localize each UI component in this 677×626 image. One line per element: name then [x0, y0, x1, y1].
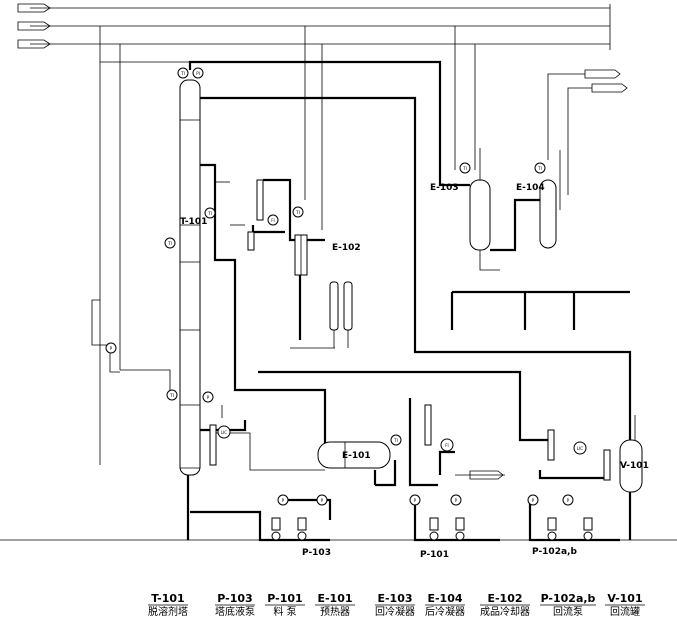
legend-item: P-103 塔底液泵 [215, 592, 255, 618]
legend: T-101 脱溶剂塔 P-103 塔底液泵 P-101 料 泵 E-101 预热… [148, 592, 645, 618]
pumps [271, 517, 593, 541]
instrument-lic-v101: LIC [573, 441, 587, 455]
equipment-tags: T-101 E-102 E-103 E-104 E-101 V-101 P-10… [180, 183, 649, 560]
gas-cylinders [329, 281, 353, 348]
instrument-ti-e101: TI [390, 434, 402, 446]
instrument-p-pump3: P [409, 494, 421, 506]
svg-text:P: P [110, 346, 113, 351]
tag-p102ab: P-102a,b [532, 547, 577, 557]
tag-v101: V-101 [620, 461, 649, 471]
instrument-fi-e104: FI [440, 438, 454, 452]
svg-text:TI: TI [393, 438, 398, 443]
svg-text:V-101: V-101 [607, 592, 642, 605]
instrument-ti-e104: TI [534, 162, 546, 174]
tag-p103: P-103 [302, 548, 331, 558]
svg-text:成品冷却器: 成品冷却器 [480, 605, 530, 618]
column-t101 [179, 79, 201, 540]
svg-text:LIC: LIC [577, 446, 583, 451]
instrument-p-pump4: P [450, 494, 462, 506]
svg-text:P: P [414, 498, 417, 503]
svg-text:E-103: E-103 [377, 592, 412, 605]
tag-e102: E-102 [332, 243, 361, 253]
svg-text:回冷凝器: 回冷凝器 [375, 605, 415, 618]
svg-text:回流罐: 回流罐 [610, 605, 640, 618]
svg-text:TI: TI [207, 211, 212, 216]
svg-text:TI: TI [537, 166, 542, 171]
svg-text:TI: TI [169, 393, 174, 398]
svg-text:TI: TI [167, 241, 172, 246]
svg-text:P: P [282, 498, 285, 503]
drum-e103 [469, 179, 491, 251]
svg-text:脱溶剂塔: 脱溶剂塔 [148, 605, 188, 618]
svg-text:塔底液泵: 塔底液泵 [215, 605, 255, 618]
svg-text:TI: TI [462, 166, 467, 171]
tag-e103: E-103 [430, 183, 459, 193]
svg-text:P: P [567, 498, 570, 503]
svg-text:E-102: E-102 [487, 592, 522, 605]
small-exchangers [209, 179, 611, 481]
instrument-p-pump2: P [316, 494, 328, 506]
instrument-fi-e102: FI [267, 214, 279, 226]
instrument-ti-mid: TI [204, 207, 216, 219]
svg-text:后冷凝器: 后冷凝器 [425, 605, 465, 618]
legend-item: P-102a,b 回流泵 [540, 592, 596, 618]
legend-item: E-102 成品冷却器 [480, 592, 530, 618]
exchanger-e102 [294, 234, 308, 276]
instrument-pi-top: PI [192, 67, 204, 79]
legend-item: V-101 回流罐 [605, 592, 645, 618]
legend-item: E-103 回冷凝器 [375, 592, 415, 618]
svg-text:P: P [532, 498, 535, 503]
instrument-lines [91, 61, 636, 480]
legend-item: E-101 预热器 [315, 592, 355, 618]
svg-text:T-101: T-101 [151, 592, 184, 605]
instrument-ti-lower: TI [166, 389, 178, 401]
svg-text:FI: FI [271, 218, 274, 223]
instrument-p-pump1: P [277, 494, 289, 506]
tag-p101: P-101 [420, 550, 449, 560]
svg-text:TI: TI [295, 210, 300, 215]
svg-text:E-101: E-101 [317, 592, 352, 605]
legend-item: P-101 料 泵 [265, 592, 305, 618]
svg-text:P: P [207, 395, 210, 400]
tag-e104: E-104 [516, 183, 545, 193]
svg-text:P-103: P-103 [217, 592, 252, 605]
instrument-ti-side: TI [164, 237, 176, 249]
tag-e101: E-101 [342, 451, 371, 461]
svg-text:P: P [455, 498, 458, 503]
drum-e104 [539, 179, 557, 249]
instrument-p-lower: P [202, 391, 214, 403]
process-lines [188, 60, 632, 542]
svg-text:LIC: LIC [221, 430, 227, 435]
legend-item: E-104 后冷凝器 [425, 592, 465, 618]
utility-headers [17, 3, 628, 465]
instrument-p-pump6: P [562, 494, 574, 506]
instrument-bubbles: TI PI TI TI FI TI P TI [105, 67, 587, 506]
svg-text:FI: FI [445, 443, 448, 448]
svg-text:预热器: 预热器 [320, 605, 350, 618]
reflux-drum-v101 [619, 439, 643, 493]
instrument-p-left: P [105, 342, 117, 354]
instrument-lic-column: LIC [217, 425, 231, 439]
svg-text:料 泵: 料 泵 [273, 605, 296, 618]
instrument-ti-e103: TI [459, 162, 471, 174]
instrument-ti-top: TI [177, 67, 189, 79]
svg-text:P: P [321, 498, 324, 503]
svg-text:E-104: E-104 [427, 592, 462, 605]
svg-text:P-102a,b: P-102a,b [541, 592, 596, 605]
svg-text:P-101: P-101 [267, 592, 302, 605]
svg-text:TI: TI [180, 71, 185, 76]
preheater-e101 [317, 441, 391, 469]
svg-text:回流泵: 回流泵 [553, 605, 583, 618]
instrument-ti-e102: TI [292, 206, 304, 218]
instrument-p-pump5: P [527, 494, 539, 506]
svg-text:PI: PI [196, 71, 200, 76]
legend-item: T-101 脱溶剂塔 [148, 592, 188, 618]
tag-t101: T-101 [180, 217, 207, 227]
